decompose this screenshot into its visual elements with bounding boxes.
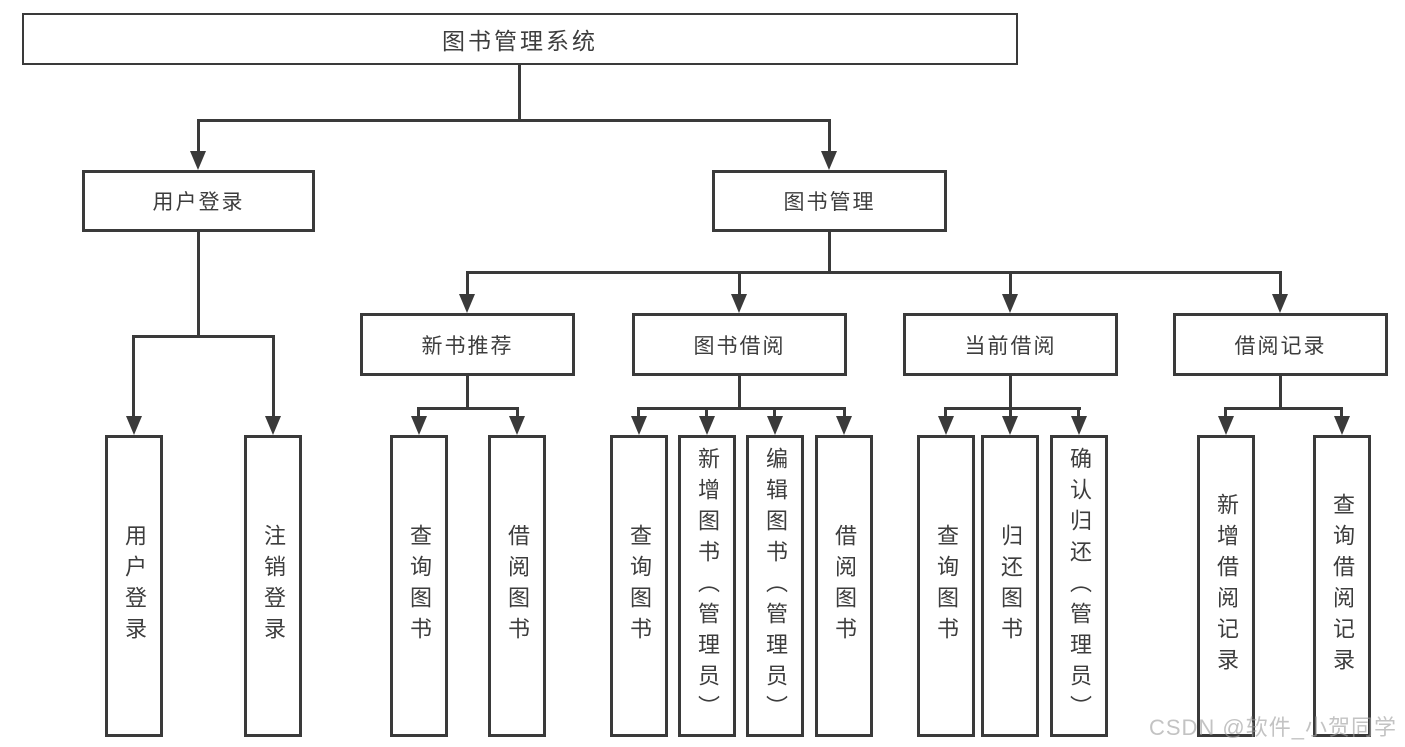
leaf-query-books-current: 查询图书 bbox=[917, 435, 975, 737]
node-book-management: 图书管理 bbox=[712, 170, 947, 232]
leaf-query-books-recommend: 查询图书 bbox=[390, 435, 448, 737]
csdn-watermark: CSDN @软件_小贺同学 bbox=[1148, 715, 1397, 740]
node-label: 图书管理系统 bbox=[442, 28, 598, 54]
node-label: 归还图书 bbox=[998, 524, 1023, 648]
connector-drop-user-login bbox=[197, 119, 200, 153]
node-label: 新增借阅记录 bbox=[1214, 493, 1239, 679]
node-book-borrowing: 图书借阅 bbox=[632, 313, 847, 376]
leaf-user-login: 用户登录 bbox=[105, 435, 163, 737]
connector-drop-leaf bbox=[1009, 407, 1012, 418]
arrowhead-down bbox=[821, 151, 837, 170]
connector-stub bbox=[466, 376, 469, 410]
leaf-logout: 注销登录 bbox=[244, 435, 302, 737]
connector-bar bbox=[1224, 407, 1343, 410]
connector-book-mgmt-stub bbox=[828, 232, 831, 274]
node-book-management-system: 图书管理系统 bbox=[22, 13, 1018, 65]
connector-drop-leaf bbox=[132, 335, 135, 418]
leaf-borrow-books: 借阅图书 bbox=[815, 435, 873, 737]
connector-bar bbox=[417, 407, 519, 410]
node-label: 查询图书 bbox=[407, 524, 432, 648]
node-label: 用户登录 bbox=[152, 191, 245, 214]
arrowhead-down bbox=[1218, 416, 1234, 435]
connector-drop-leaf bbox=[773, 407, 776, 418]
connector-drop-leaf bbox=[1340, 407, 1343, 418]
leaf-edit-book-admin: 编辑图书（管理员） bbox=[746, 435, 804, 737]
arrowhead-down bbox=[1002, 294, 1018, 313]
arrowhead-down bbox=[1272, 294, 1288, 313]
node-borrowing-records: 借阅记录 bbox=[1173, 313, 1388, 376]
connector-drop-leaf bbox=[1077, 407, 1080, 418]
connector-level2-bar bbox=[466, 271, 1282, 274]
node-new-book-recommend: 新书推荐 bbox=[360, 313, 575, 376]
node-label: 图书借阅 bbox=[693, 334, 786, 358]
node-label: 借阅图书 bbox=[832, 524, 857, 648]
connector-drop-leaf bbox=[705, 407, 708, 418]
arrowhead-down bbox=[126, 416, 142, 435]
node-label: 查询图书 bbox=[934, 524, 959, 648]
leaf-query-borrowing-record: 查询借阅记录 bbox=[1313, 435, 1371, 737]
arrowhead-down bbox=[1002, 416, 1018, 435]
node-label: 图书管理 bbox=[783, 191, 876, 214]
leaf-confirm-return-admin: 确认归还（管理员） bbox=[1050, 435, 1108, 737]
arrowhead-down bbox=[767, 416, 783, 435]
arrowhead-down bbox=[938, 416, 954, 435]
node-label: 新书推荐 bbox=[421, 334, 514, 358]
node-label: 当前借阅 bbox=[964, 334, 1057, 358]
node-label: 注销登录 bbox=[261, 524, 286, 648]
arrowhead-down bbox=[631, 416, 647, 435]
connector-bar bbox=[637, 407, 846, 410]
connector-drop-leaf bbox=[1224, 407, 1227, 418]
leaf-return-books: 归还图书 bbox=[981, 435, 1039, 737]
connector-drop-leaf bbox=[417, 407, 420, 418]
connector-drop-leaf bbox=[637, 407, 640, 418]
connector-root-stub bbox=[518, 65, 521, 119]
connector-level1-bar bbox=[197, 119, 831, 122]
node-user-login: 用户登录 bbox=[82, 170, 315, 232]
leaf-borrow-books-recommend: 借阅图书 bbox=[488, 435, 546, 737]
node-label: 查询图书 bbox=[627, 524, 652, 648]
arrowhead-down bbox=[731, 294, 747, 313]
connector-drop-leaf bbox=[272, 335, 275, 418]
arrowhead-down bbox=[265, 416, 281, 435]
arrowhead-down bbox=[699, 416, 715, 435]
connector-user-login-bar bbox=[132, 335, 275, 338]
connector-drop-level2 bbox=[1009, 271, 1012, 297]
connector-drop-level2 bbox=[1279, 271, 1282, 297]
arrowhead-down bbox=[459, 294, 475, 313]
leaf-add-borrowing-record: 新增借阅记录 bbox=[1197, 435, 1255, 737]
node-current-borrowing: 当前借阅 bbox=[903, 313, 1118, 376]
arrowhead-down bbox=[411, 416, 427, 435]
arrowhead-down bbox=[836, 416, 852, 435]
connector-stub bbox=[738, 376, 741, 410]
node-label: 编辑图书（管理员） bbox=[763, 446, 788, 726]
node-label: 新增图书（管理员） bbox=[695, 446, 720, 726]
connector-drop-leaf bbox=[516, 407, 519, 418]
node-label: 借阅记录 bbox=[1234, 334, 1327, 358]
arrowhead-down bbox=[190, 151, 206, 170]
connector-drop-book-mgmt bbox=[828, 119, 831, 153]
node-label: 用户登录 bbox=[122, 524, 147, 648]
arrowhead-down bbox=[1071, 416, 1087, 435]
connector-drop-leaf bbox=[944, 407, 947, 418]
node-label: 确认归还（管理员） bbox=[1067, 446, 1092, 726]
connector-drop-level2 bbox=[466, 271, 469, 297]
connector-bar bbox=[944, 407, 1081, 410]
connector-drop-leaf bbox=[843, 407, 846, 418]
node-label: 查询借阅记录 bbox=[1330, 493, 1355, 679]
arrowhead-down bbox=[1334, 416, 1350, 435]
connector-user-login-stub bbox=[197, 232, 200, 338]
connector-stub bbox=[1009, 376, 1012, 410]
arrowhead-down bbox=[509, 416, 525, 435]
connector-drop-level2 bbox=[738, 271, 741, 297]
connector-stub bbox=[1279, 376, 1282, 410]
node-label: 借阅图书 bbox=[505, 524, 530, 648]
leaf-query-books-borrowing: 查询图书 bbox=[610, 435, 668, 737]
leaf-add-book-admin: 新增图书（管理员） bbox=[678, 435, 736, 737]
